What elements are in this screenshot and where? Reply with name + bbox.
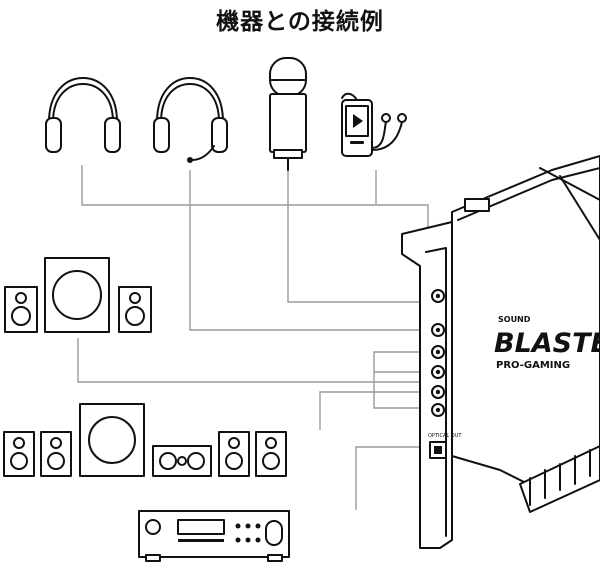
headset-wire	[189, 170, 428, 331]
surround-speakers-icon	[3, 403, 287, 477]
surround-speakers-wire	[319, 351, 428, 430]
brand-sub: PRO-GAMING	[496, 360, 570, 371]
headphones-icon	[45, 77, 121, 153]
brand-small: SOUND	[498, 315, 531, 324]
microphone-icon	[269, 57, 307, 171]
portable-player-icon	[341, 92, 407, 157]
stereo-speakers-wire	[77, 338, 428, 383]
optical-label: OPTICAL OUT	[428, 433, 462, 439]
av-receiver-icon	[138, 510, 290, 562]
page-title: 機器との接続例	[216, 9, 384, 35]
stereo-speakers-icon	[4, 257, 152, 333]
surround-wire-4	[373, 392, 428, 409]
headset-icon	[153, 77, 228, 163]
microphone-wire	[287, 170, 428, 303]
audio-jack-ports	[431, 289, 445, 417]
connection-wires	[77, 165, 430, 510]
sound-card: OPTICAL OUT SOUND BLASTER PRO-GAMING	[401, 155, 600, 549]
optical-wire	[355, 446, 430, 510]
brand-main: BLASTER	[494, 328, 600, 359]
